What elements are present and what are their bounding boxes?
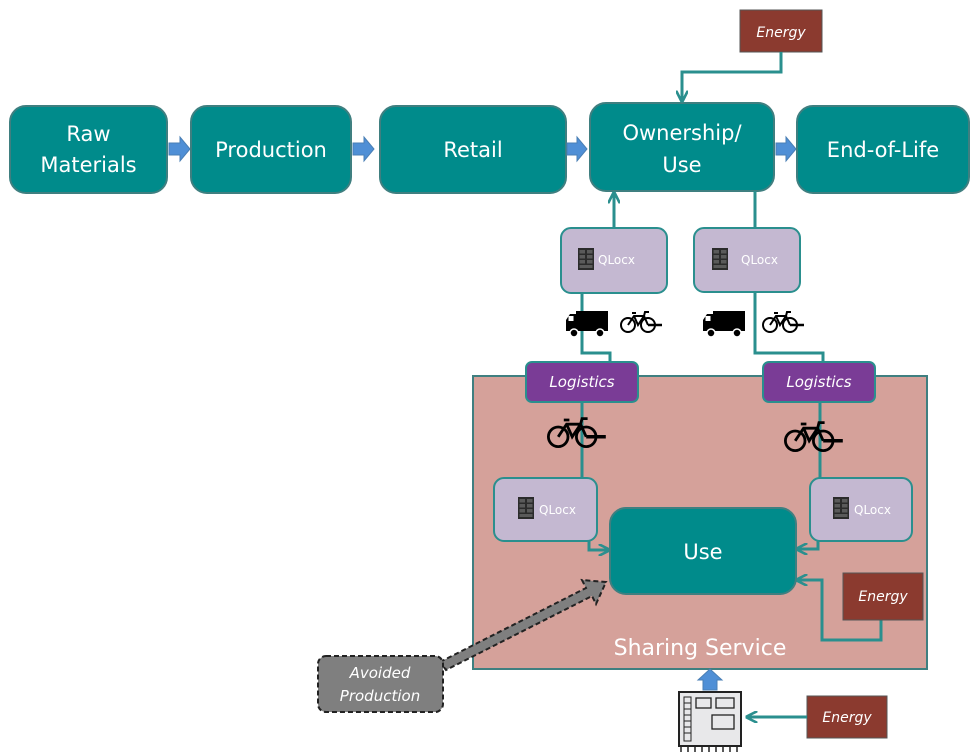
retail-box: Retail <box>379 105 567 194</box>
qlocx-box-top-left: QLocx <box>560 227 668 294</box>
energy-box-bottom: Energy <box>806 695 888 739</box>
logistics-box-left: Logistics <box>525 361 639 403</box>
qlocx-box-bottom-left: QLocx <box>493 477 598 542</box>
truck-icon <box>565 310 609 338</box>
flow-arrow-production-retail <box>352 135 375 163</box>
factory-machine-icon <box>678 691 742 752</box>
logistics-label-right: Logistics <box>786 373 851 391</box>
qlocx-label-top-left: QLocx <box>598 253 635 267</box>
bicycle-icon <box>619 310 664 334</box>
truck-icon <box>702 310 746 338</box>
qlocx-label-top-right: QLocx <box>741 253 778 267</box>
sharing-service-label: Sharing Service <box>614 636 787 661</box>
energy-box-sharing: Energy <box>842 572 924 621</box>
logistics-box-right: Logistics <box>762 361 876 403</box>
ownership-label-1: Ownership/ <box>622 121 742 145</box>
avoided-production-box: Avoided Production <box>317 655 444 713</box>
locker-icon <box>518 497 534 519</box>
avoided-label-2: Production <box>340 687 420 705</box>
locker-icon <box>712 248 728 270</box>
energy-label-sharing: Energy <box>858 589 908 605</box>
use-label: Use <box>683 540 722 564</box>
connector-qlocx-right-to-use <box>798 540 820 549</box>
ownership-use-box: Ownership/ Use <box>589 102 775 192</box>
avoided-label-1: Avoided <box>349 664 411 682</box>
qlocx-label-bottom-right: QLocx <box>854 503 891 517</box>
production-label: Production <box>215 138 327 162</box>
flow-arrow-raw-production <box>168 135 191 163</box>
avoided-production-arrow <box>438 578 608 672</box>
locker-icon <box>578 248 594 270</box>
retail-label: Retail <box>443 138 502 162</box>
qlocx-box-bottom-right: QLocx <box>809 477 913 542</box>
connector-energy-to-use <box>798 580 883 642</box>
factory-to-sharing-arrow <box>696 668 724 691</box>
bicycle-icon <box>761 310 806 334</box>
energy-box-top: Energy <box>739 9 823 53</box>
raw-materials-label-2: Materials <box>40 153 136 177</box>
locker-icon <box>833 497 849 519</box>
flow-arrow-ownership-eol <box>775 135 797 163</box>
energy-label-bottom: Energy <box>822 710 872 726</box>
end-of-life-label: End-of-Life <box>827 138 939 162</box>
energy-connector-top <box>682 52 783 100</box>
energy-label-top: Energy <box>756 25 806 41</box>
use-box: Use <box>609 507 797 595</box>
ownership-label-2: Use <box>662 153 701 177</box>
end-of-life-box: End-of-Life <box>796 105 970 194</box>
qlocx-label-bottom-left: QLocx <box>539 503 576 517</box>
logistics-label-left: Logistics <box>549 373 614 391</box>
connector-right-down <box>753 292 825 362</box>
production-box: Production <box>190 105 352 194</box>
flow-arrow-retail-ownership <box>566 135 588 163</box>
raw-materials-label-1: Raw <box>66 122 110 146</box>
raw-materials-box: Raw Materials <box>9 105 168 194</box>
connector-qlocx-left-to-use <box>587 540 608 550</box>
qlocx-box-top-right: QLocx <box>693 227 801 293</box>
